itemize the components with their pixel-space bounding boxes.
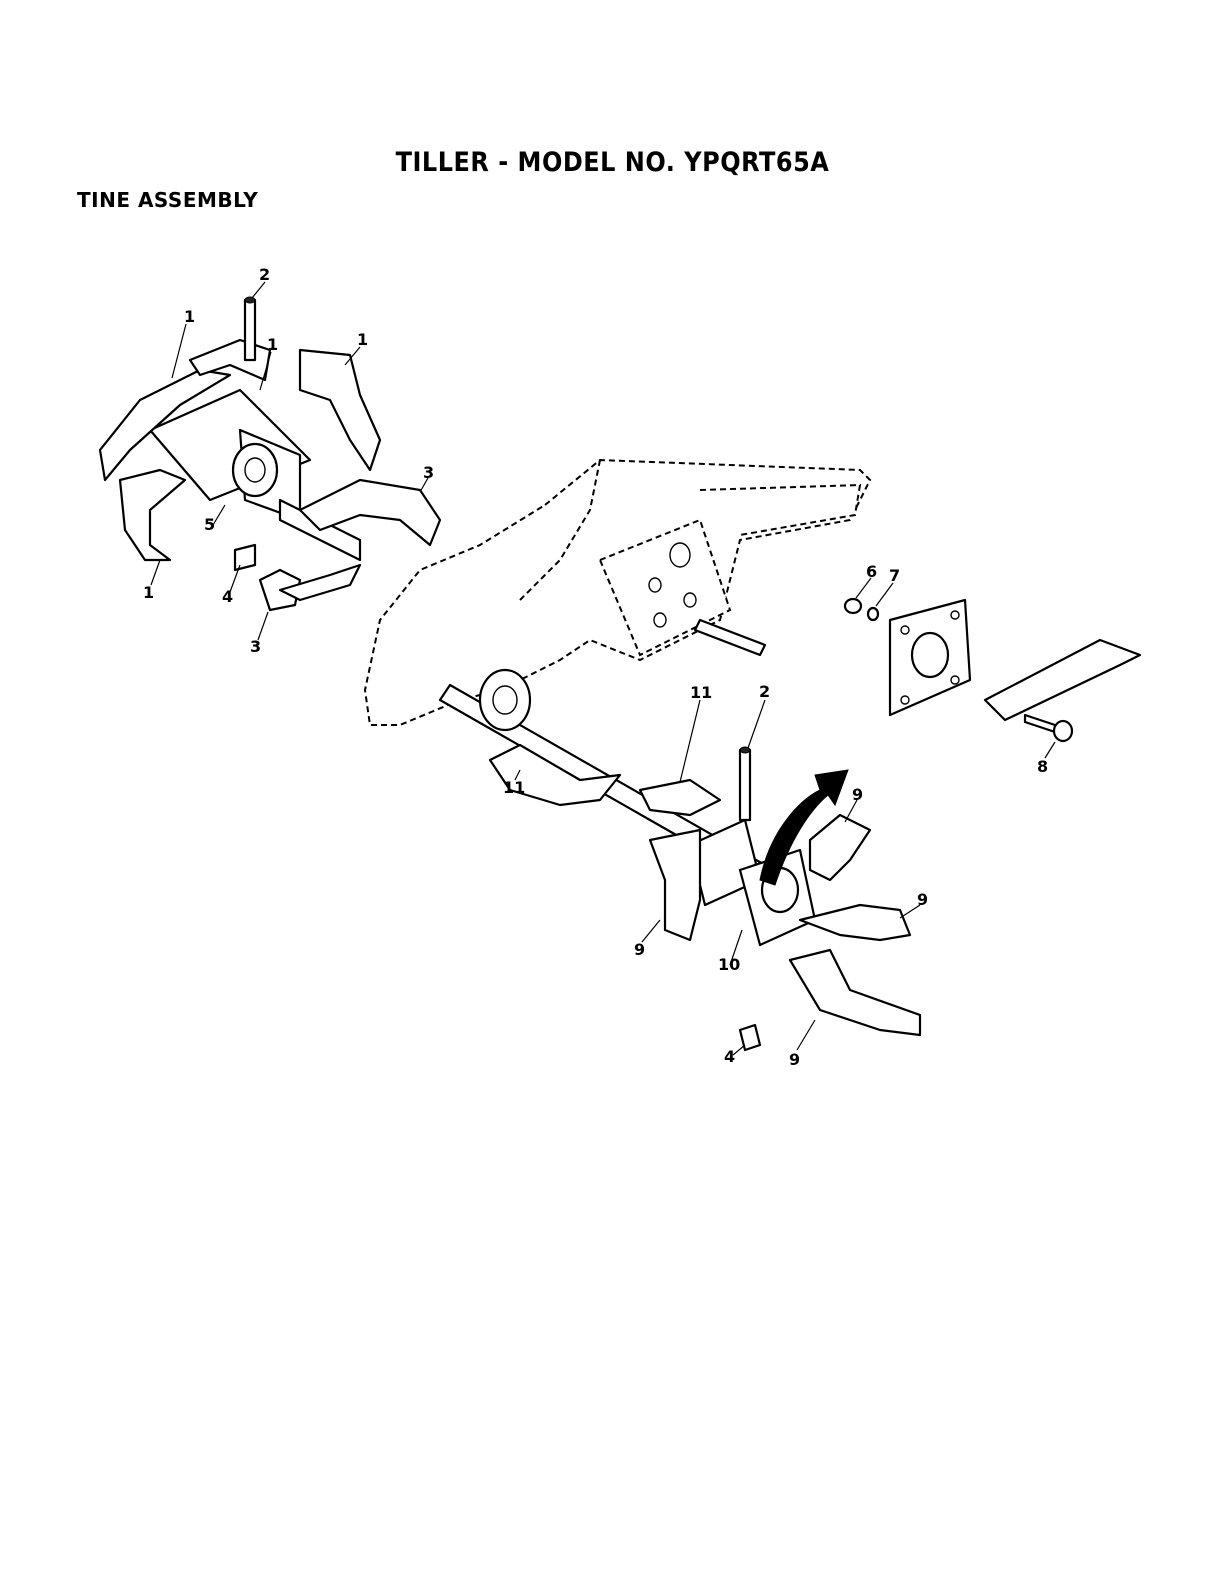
callout-10: 10 [718,955,740,974]
callout-9: 9 [789,1050,800,1069]
callout-4: 4 [724,1047,735,1066]
callout-3: 3 [250,637,261,656]
callout-9: 9 [917,890,928,909]
callout-1: 1 [184,307,195,326]
callout-4: 4 [222,587,233,606]
callout-6: 6 [866,562,877,581]
callout-11: 11 [690,683,712,702]
transmission-housing [365,460,870,725]
callout-2: 2 [259,265,270,284]
callout-11: 11 [503,778,525,797]
callout-1: 1 [357,330,368,349]
callout-1: 1 [143,583,154,602]
callout-5: 5 [204,515,215,534]
callout-9: 9 [852,785,863,804]
side-plate [890,600,970,715]
callout-3: 3 [423,463,434,482]
right-tine-hub [690,747,815,945]
callout-7: 7 [889,566,900,585]
left-tine-hub [150,390,360,560]
callout-8: 8 [1037,757,1048,776]
callout-1: 1 [267,335,278,354]
callout-9: 9 [634,940,645,959]
side-blade [985,640,1140,720]
callout-2: 2 [759,682,770,701]
